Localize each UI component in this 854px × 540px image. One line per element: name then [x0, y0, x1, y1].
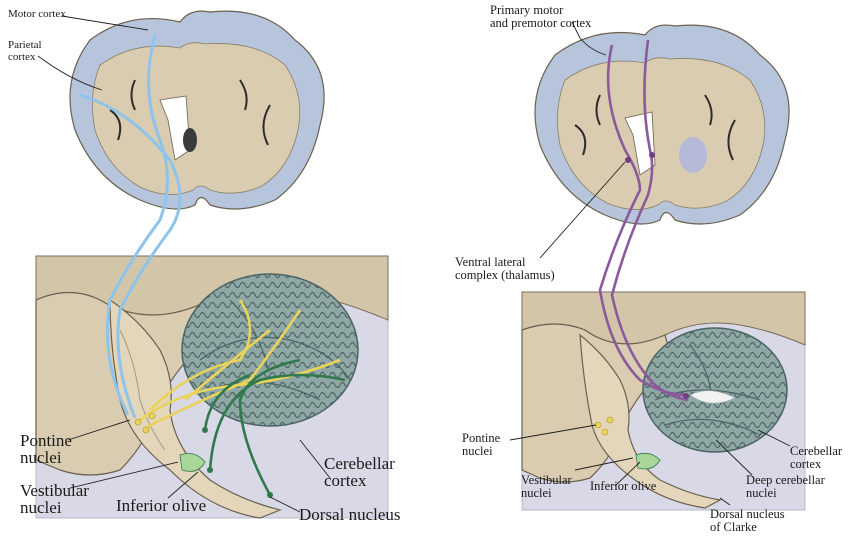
left-cerebellum	[182, 274, 358, 426]
label-right-pontine-nuclei: Pontine nuclei	[462, 432, 500, 458]
label-ventral-lateral-complex: Ventral lateral complex (thalamus)	[455, 256, 555, 282]
label-deep-cerebellar-nuclei: Deep cerebellar nuclei	[746, 474, 825, 500]
left-panel	[36, 11, 388, 518]
label-motor-cortex: Motor cortex	[8, 9, 66, 21]
label-dorsal-nucleus-of-clarke: Dorsal nucleus of Clarke	[710, 508, 785, 534]
label-parietal-cortex: Parietal cortex	[8, 40, 42, 63]
label-vestibular-nuclei: Vestibular nuclei	[20, 482, 89, 516]
label-primary-motor-premotor: Primary motor and premotor cortex	[490, 4, 591, 30]
left-coronal-brain	[70, 11, 324, 209]
label-pontine-nuclei: Pontine nuclei	[20, 432, 72, 466]
label-right-cerebellar-cortex: Cerebellar cortex	[790, 445, 842, 471]
right-coronal-brain	[535, 25, 789, 224]
label-dorsal-nucleus: Dorsal nucleus	[299, 506, 401, 523]
label-right-inferior-olive: Inferior olive	[590, 480, 656, 493]
label-cerebellar-cortex: Cerebellar cortex	[324, 455, 395, 489]
label-right-vestibular-nuclei: Vestibular nuclei	[521, 474, 572, 500]
label-inferior-olive: Inferior olive	[116, 497, 206, 514]
